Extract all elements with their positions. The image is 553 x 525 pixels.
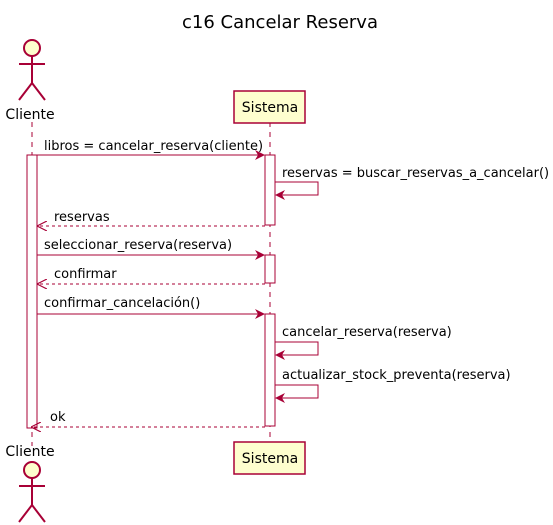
- actor-head-icon: [23, 461, 41, 479]
- diagram-title: c16 Cancelar Reserva: [182, 12, 378, 33]
- message-arrow: [275, 341, 319, 360]
- activation-actor: [26, 154, 38, 429]
- message-arrow: [275, 384, 319, 403]
- message-9: ok: [32, 410, 265, 427]
- message-8: actualizar_stock_preventa(reserva): [275, 368, 511, 403]
- message-label: ok: [50, 410, 66, 425]
- actor-head-icon: [23, 39, 41, 57]
- message-6: confirmar_cancelación(): [37, 296, 265, 319]
- message-label: confirmar: [54, 267, 117, 282]
- activation-system-1: [264, 154, 276, 226]
- participant-label-bottom: Sistema: [242, 451, 298, 467]
- activation-system-2: [264, 254, 276, 284]
- message-2: reservas = buscar_reservas_a_cancelar(): [275, 166, 549, 200]
- participant-box-bottom: [233, 441, 306, 475]
- participant-label-top: Sistema: [242, 100, 298, 116]
- message-arrow: [275, 181, 319, 200]
- participant-top: Sistema: [233, 90, 306, 124]
- actor-leg-left: [18, 504, 33, 523]
- participant-bottom: Sistema: [233, 441, 306, 475]
- message-1: libros = cancelar_reserva(cliente): [37, 139, 265, 160]
- actor-top: Cliente: [5, 39, 55, 123]
- actor-bottom: Cliente: [5, 444, 55, 523]
- message-label: reservas: [54, 210, 110, 225]
- actor-leg-right: [31, 82, 46, 101]
- message-7: cancelar_reserva(reserva): [275, 325, 452, 360]
- message-5: confirmar: [38, 267, 265, 284]
- message-label: seleccionar_reserva(reserva): [44, 238, 232, 253]
- message-label: cancelar_reserva(reserva): [282, 325, 452, 340]
- activation-system-3: [264, 313, 276, 427]
- message-4: seleccionar_reserva(reserva): [37, 238, 265, 260]
- message-label: confirmar_cancelación(): [44, 296, 200, 311]
- actor-leg-right: [31, 504, 46, 523]
- message-label: actualizar_stock_preventa(reserva): [282, 368, 511, 383]
- participant-box-top: [233, 90, 306, 124]
- actor-label-top: Cliente: [5, 107, 54, 123]
- actor-label-bottom: Cliente: [5, 444, 54, 460]
- message-label: reservas = buscar_reservas_a_cancelar(): [282, 166, 549, 181]
- actor-leg-left: [18, 82, 33, 101]
- message-3: reservas: [38, 210, 265, 226]
- message-label: libros = cancelar_reserva(cliente): [44, 139, 263, 154]
